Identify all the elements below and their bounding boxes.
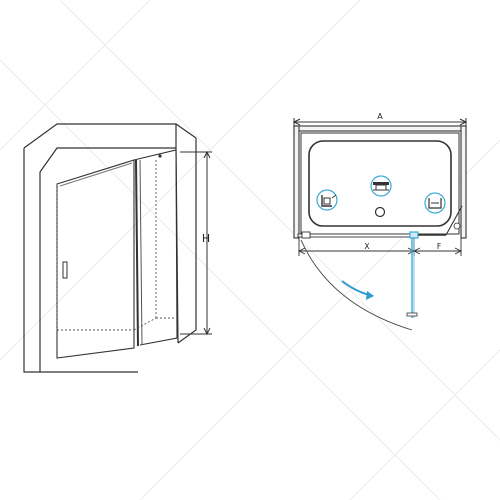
fixed-glass-panel xyxy=(133,149,178,347)
door-handle xyxy=(62,261,68,279)
open-door-position xyxy=(406,238,418,318)
hinge-icon xyxy=(370,175,392,197)
door-width-label: X xyxy=(364,242,369,251)
door-swing-arc xyxy=(300,239,413,331)
width-label-a: A xyxy=(377,112,383,121)
swing-arrow-head xyxy=(366,291,374,300)
plan-glass-line xyxy=(297,205,463,239)
perspective-view xyxy=(23,123,197,373)
height-label: H xyxy=(202,232,210,245)
fixed-width-label: F xyxy=(437,242,441,251)
hidden-lines xyxy=(56,160,176,331)
height-dimension xyxy=(180,150,212,336)
width-dimension-a xyxy=(292,118,468,126)
drain-icon xyxy=(374,206,386,218)
wall-bracket-icon xyxy=(424,192,446,214)
top-bracket xyxy=(158,154,162,158)
swing-door-panel xyxy=(56,159,135,359)
plan-walls xyxy=(293,125,467,239)
wall-profile-icon xyxy=(316,189,338,211)
